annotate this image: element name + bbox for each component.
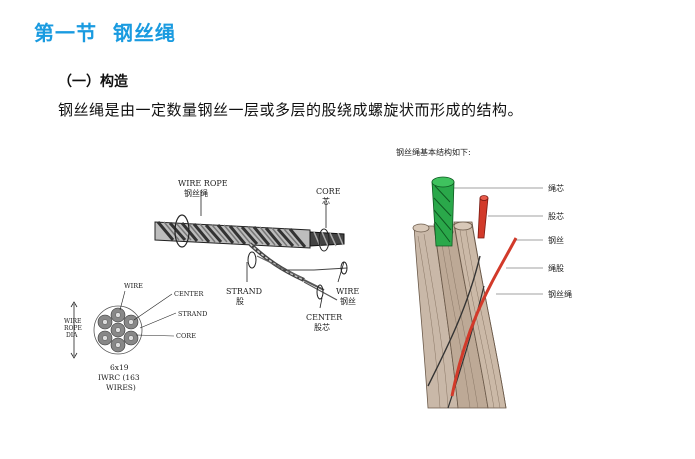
spec-line-1: 6x19 bbox=[110, 363, 129, 372]
label-center-cn: 股芯 bbox=[314, 322, 330, 332]
dia-label-2: ROPE bbox=[64, 325, 82, 332]
strand-detail bbox=[247, 242, 348, 301]
label-strand-en: STRAND bbox=[226, 287, 262, 296]
cs-label-center: CENTER bbox=[174, 290, 204, 298]
label-core-en: CORE bbox=[316, 187, 341, 196]
section-title: 第一节 钢丝绳 bbox=[34, 21, 176, 45]
label-wire-rope: 钢丝绳 bbox=[548, 289, 572, 299]
rope-structure-diagram: 钢丝绳基本结构如下: bbox=[396, 147, 572, 409]
dia-label-1: WIRE bbox=[64, 318, 81, 325]
spec-line-3: WIRES) bbox=[106, 383, 136, 392]
structure-caption: 钢丝绳基本结构如下: bbox=[396, 147, 471, 157]
label-steel-wire: 钢丝 bbox=[548, 235, 564, 245]
wire-rope-diagram: WIRE ROPE 钢丝绳 CORE 芯 STRAND 股 WIRE 钢丝 CE… bbox=[64, 179, 359, 392]
cs-label-core: CORE bbox=[176, 332, 196, 340]
label-core-cn: 芯 bbox=[322, 196, 330, 206]
label-wire-rope-en: WIRE ROPE bbox=[178, 179, 228, 188]
red-strand bbox=[450, 195, 518, 397]
body-paragraph: 钢丝绳是由一定数量钢丝一层或多层的股绕成螺旋状而形成的结构。 bbox=[58, 101, 524, 119]
label-wire-rope-cn: 钢丝绳 bbox=[184, 188, 208, 198]
label-rope-core: 绳芯 bbox=[548, 183, 564, 193]
label-wire-en: WIRE bbox=[336, 287, 359, 296]
spec-line-2: IWRC (163 bbox=[98, 373, 140, 382]
dia-label-3: DIA bbox=[66, 332, 78, 339]
label-wire-cn: 钢丝 bbox=[340, 296, 356, 306]
rope-core bbox=[431, 176, 455, 247]
rope-cross-section bbox=[70, 290, 177, 359]
rope-strands bbox=[412, 221, 507, 409]
label-strand-cn: 股 bbox=[236, 297, 244, 306]
cs-label-strand: STRAND bbox=[178, 310, 207, 318]
cs-label-wire: WIRE bbox=[124, 282, 143, 290]
label-center-en: CENTER bbox=[306, 313, 343, 322]
label-rope-strand: 绳股 bbox=[548, 263, 564, 273]
sub-heading: （一）构造 bbox=[58, 74, 128, 90]
label-strand-core: 股芯 bbox=[548, 211, 564, 221]
rope-body bbox=[154, 214, 345, 252]
